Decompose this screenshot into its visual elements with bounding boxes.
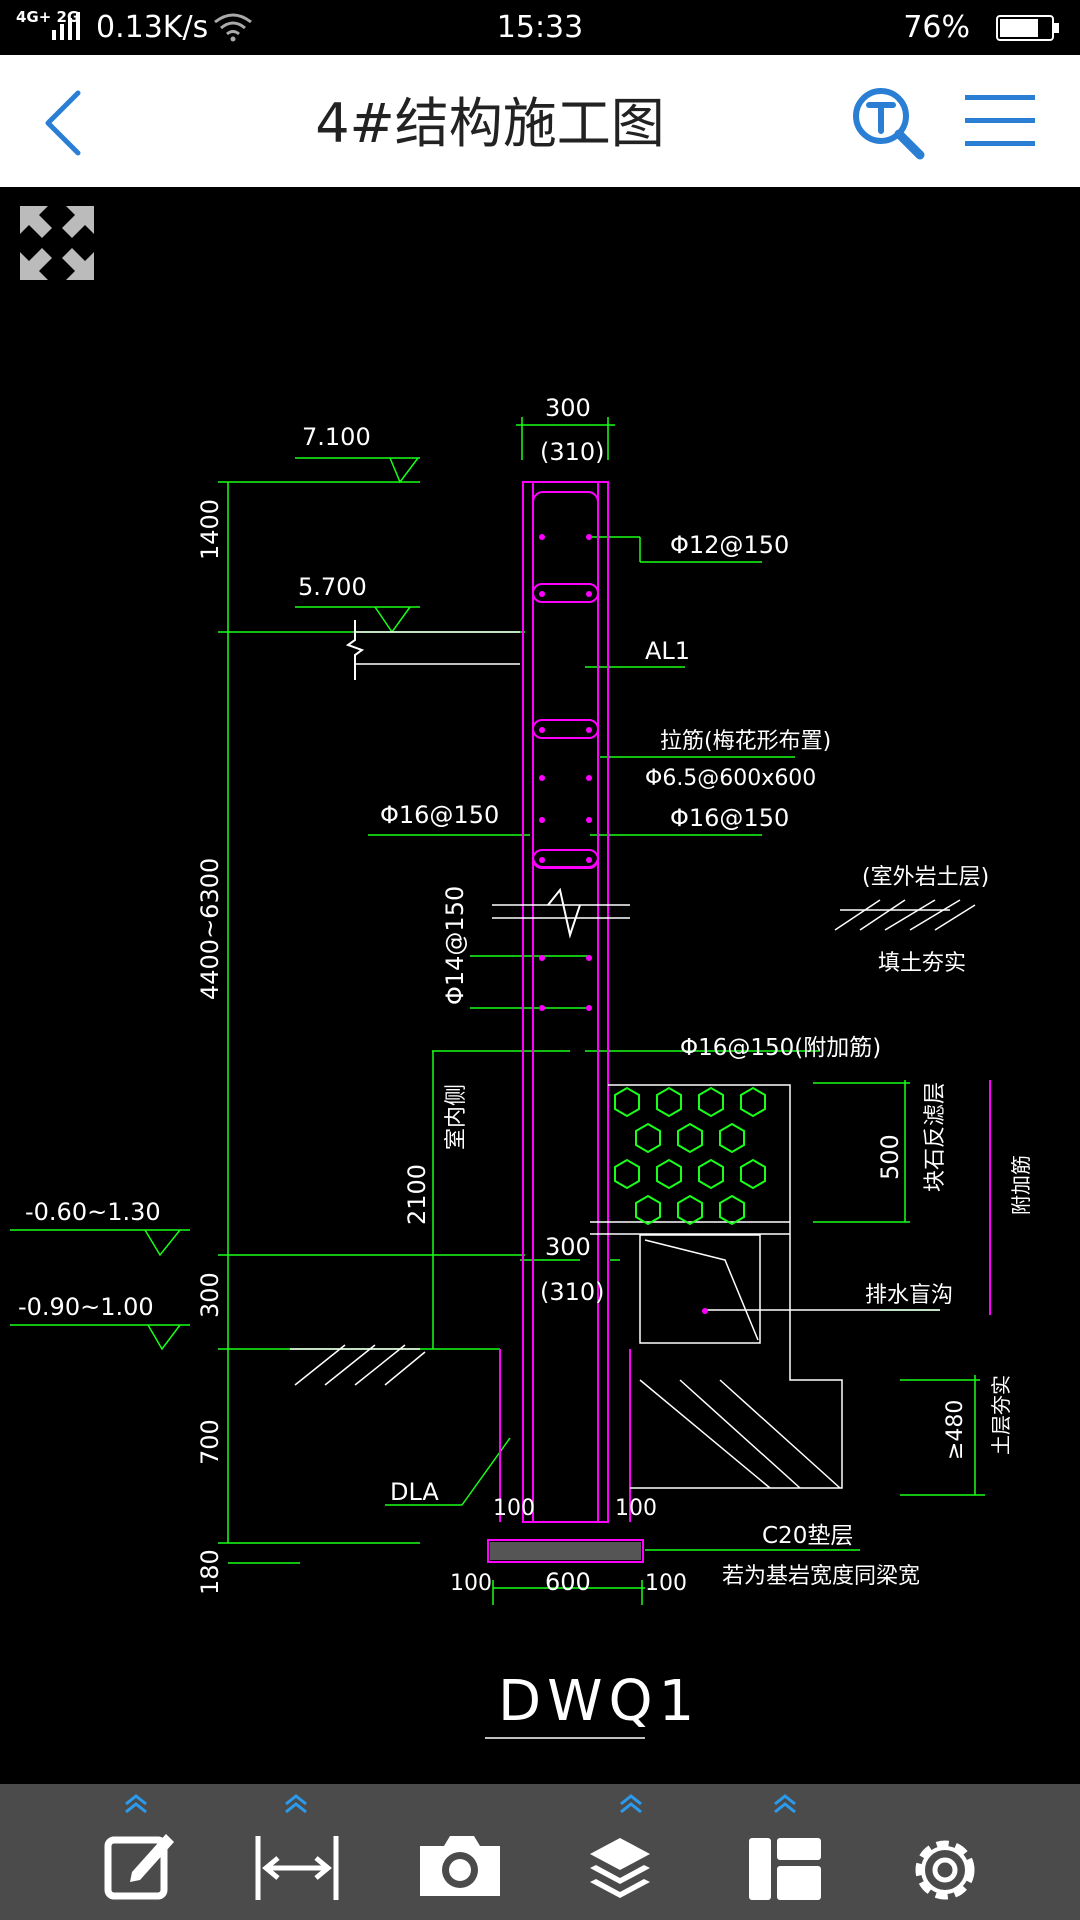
expand-arrows-icon[interactable]	[14, 200, 100, 286]
label-elev-090: -0.90~1.00	[18, 1293, 154, 1321]
settings-icon	[915, 1840, 975, 1900]
label-rebar-16-add: Φ16@150(附加筋)	[680, 1035, 881, 1061]
cad-drawing[interactable]: 300 (310) 7.100 5.700 1400 Φ12@150 AL1 拉…	[0, 187, 1080, 1784]
label-dim-100-right: 100	[615, 1496, 657, 1521]
drawing-title: DWQ1	[498, 1669, 700, 1734]
tool-camera[interactable]	[400, 1784, 520, 1920]
layers-icon	[590, 1838, 650, 1898]
network-speed: 0.13K/s	[96, 10, 209, 45]
network-type: 4G+ 2G	[16, 8, 80, 26]
label-rebar-14: Φ14@150	[441, 886, 469, 1005]
label-gravel-filter: 块石反滤层	[923, 1082, 948, 1192]
text-search-icon[interactable]	[848, 83, 928, 163]
chevron-up-icon	[125, 1794, 147, 1814]
app-header: 4#结构施工图	[0, 55, 1080, 187]
label-dla: DLA	[390, 1478, 439, 1506]
label-elev-5700: 5.700	[298, 573, 367, 601]
back-chevron-icon[interactable]	[30, 83, 100, 163]
label-dim-4400: 4400~6300	[196, 858, 224, 1000]
label-bottom-600: 600	[545, 1568, 591, 1596]
label-dim-480: ≥480	[943, 1400, 968, 1460]
page-title: 4#结构施工图	[315, 92, 665, 155]
chevron-up-icon	[285, 1794, 307, 1814]
tool-measure[interactable]	[240, 1784, 360, 1920]
label-dim-100-left: 100	[493, 1496, 535, 1521]
battery-percent: 76%	[903, 10, 970, 45]
label-mid-width-paren: (310)	[540, 1278, 605, 1306]
label-al1: AL1	[645, 637, 690, 665]
label-indoor-side: 室内侧	[444, 1084, 469, 1150]
label-soil-compact: 土层夯实	[989, 1375, 1013, 1455]
signal-bars-icon	[52, 12, 80, 40]
bottom-toolbar	[0, 1784, 1080, 1920]
clock: 15:33	[496, 10, 584, 45]
edit-icon	[104, 1834, 174, 1900]
label-elev-7100: 7.100	[302, 423, 371, 451]
label-dim-300: 300	[196, 1272, 224, 1318]
drawing-canvas[interactable]	[0, 187, 1080, 1784]
label-top-width-paren: (310)	[540, 438, 605, 466]
label-elev-060: -0.60~1.30	[25, 1198, 161, 1226]
label-dim-500: 500	[876, 1134, 904, 1180]
label-dim-1400: 1400	[196, 499, 224, 560]
label-rebar-12: Φ12@150	[670, 531, 789, 559]
label-fill-soil: 填土夯实	[878, 951, 966, 976]
label-tie-note: 拉筋(梅花形布置)	[660, 729, 831, 754]
layout-icon	[749, 1838, 821, 1900]
label-dim-180: 180	[196, 1549, 224, 1595]
label-bottom-100-right: 100	[645, 1571, 687, 1596]
status-bar: 4G+ 2G 0.13K/s 15:33 76%	[0, 0, 1080, 55]
label-c20-bed: C20垫层	[762, 1523, 853, 1549]
battery-icon	[996, 15, 1059, 41]
label-top-width: 300	[545, 394, 591, 422]
hamburger-menu-icon[interactable]	[960, 85, 1040, 157]
label-dim-700: 700	[196, 1419, 224, 1465]
label-rebar-16-right: Φ16@150	[670, 804, 789, 832]
label-add-bar: 附加筋	[1009, 1155, 1033, 1215]
label-outer-rock: (室外岩土层)	[862, 865, 989, 890]
chevron-up-icon	[774, 1794, 796, 1814]
tool-layers[interactable]	[560, 1784, 680, 1920]
label-bed-note: 若为基岩宽度同梁宽	[722, 1564, 920, 1589]
label-rebar-16-left: Φ16@150	[380, 801, 499, 829]
tool-settings[interactable]	[885, 1784, 1005, 1920]
label-tie-spec: Φ6.5@600x600	[645, 766, 816, 791]
camera-icon	[420, 1836, 500, 1896]
label-bottom-100-left: 100	[450, 1571, 492, 1596]
wifi-icon	[214, 13, 252, 42]
label-drain: 排水盲沟	[865, 1283, 953, 1308]
label-dim-2100: 2100	[403, 1164, 431, 1225]
label-mid-width: 300	[545, 1233, 591, 1261]
chevron-up-icon	[620, 1794, 642, 1814]
measure-icon	[255, 1836, 339, 1900]
tool-layout[interactable]	[725, 1784, 845, 1920]
tool-edit[interactable]	[80, 1784, 200, 1920]
